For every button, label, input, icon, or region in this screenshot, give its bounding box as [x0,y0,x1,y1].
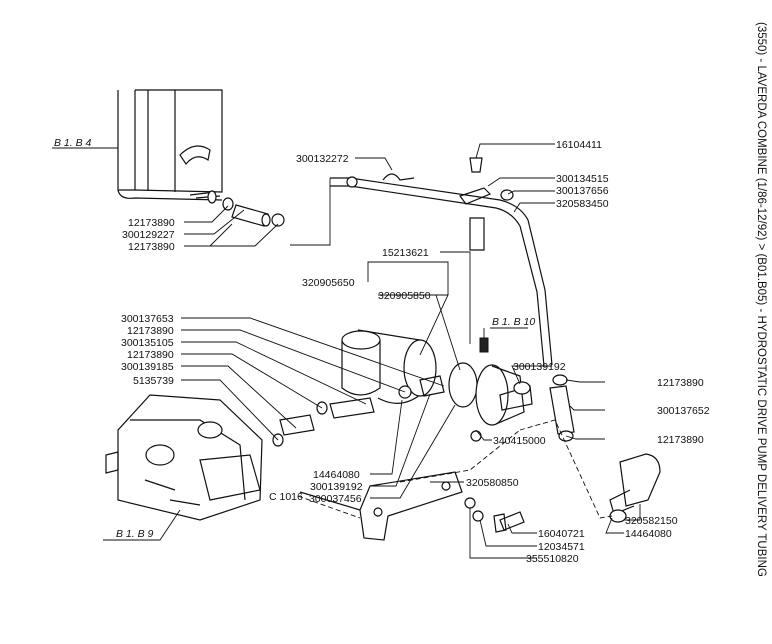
part-16104411: 16104411 [556,139,602,151]
part-300139192-b: 300139192 [310,481,363,493]
part-300135105: 300135105 [121,337,174,349]
part-300139192-a: 300139192 [513,361,566,373]
part-300137656: 300137656 [556,185,609,197]
part-320583450: 320583450 [556,198,609,210]
filter-cartridge-drawing [341,329,478,408]
part-340415000: 340415000 [493,435,546,447]
ref-b1b9-label: B 1. B 9 [116,528,154,540]
part-labels: B 1. B 4 B 1. B 10 B 1. B 9 C 1016 16104… [54,137,710,565]
part-12173890-b: 12173890 [128,241,175,253]
part-12173890-f: 12173890 [657,434,704,446]
part-300137653: 300137653 [121,313,174,325]
part-320582150: 320582150 [625,515,678,527]
part-320905650: 320905650 [302,277,355,289]
part-300132272: 300132272 [296,153,349,165]
bolt-washers-drawing [464,497,525,533]
part-320905850: 320905850 [378,290,431,302]
part-5135739: 5135739 [133,375,174,387]
delivery-tube-drawing [330,157,553,367]
reference-dashed-lines [297,419,613,519]
leader-lines [52,143,641,559]
part-300134515: 300134515 [556,173,609,185]
part-320580850: 320580850 [466,477,519,489]
tank-hose-drawing [222,197,285,227]
ref-b1b10-label: B 1. B 10 [492,316,535,328]
part-300129227: 300129227 [122,229,175,241]
part-355510820: 355510820 [526,553,579,565]
hydrostatic-pump-drawing [105,394,263,521]
part-12173890-d: 12173890 [127,349,174,361]
hydraulic-tank-drawing [117,89,223,204]
part-300139185: 300139185 [121,361,174,373]
ref-c1016-label: C 1016 [269,491,303,503]
part-12034571: 12034571 [538,541,585,553]
part-12173890-c: 12173890 [127,325,174,337]
part-16040721: 16040721 [538,528,585,540]
return-hose-drawing [549,374,661,523]
part-12173890-e: 12173890 [657,377,704,389]
part-12173890-a: 12173890 [128,217,175,229]
part-14464080-a: 14464080 [313,469,360,481]
part-14464080-b: 14464080 [625,528,672,540]
ref-b1b4-label: B 1. B 4 [54,137,92,149]
part-15213621: 15213621 [382,247,429,259]
part-300037456: 300037456 [309,493,362,505]
filter-head-drawing [470,337,533,442]
diagram-title: (3550) - LAVERDA COMBINE (1/86-12/92) > … [755,22,767,577]
part-300137652: 300137652 [657,405,710,417]
